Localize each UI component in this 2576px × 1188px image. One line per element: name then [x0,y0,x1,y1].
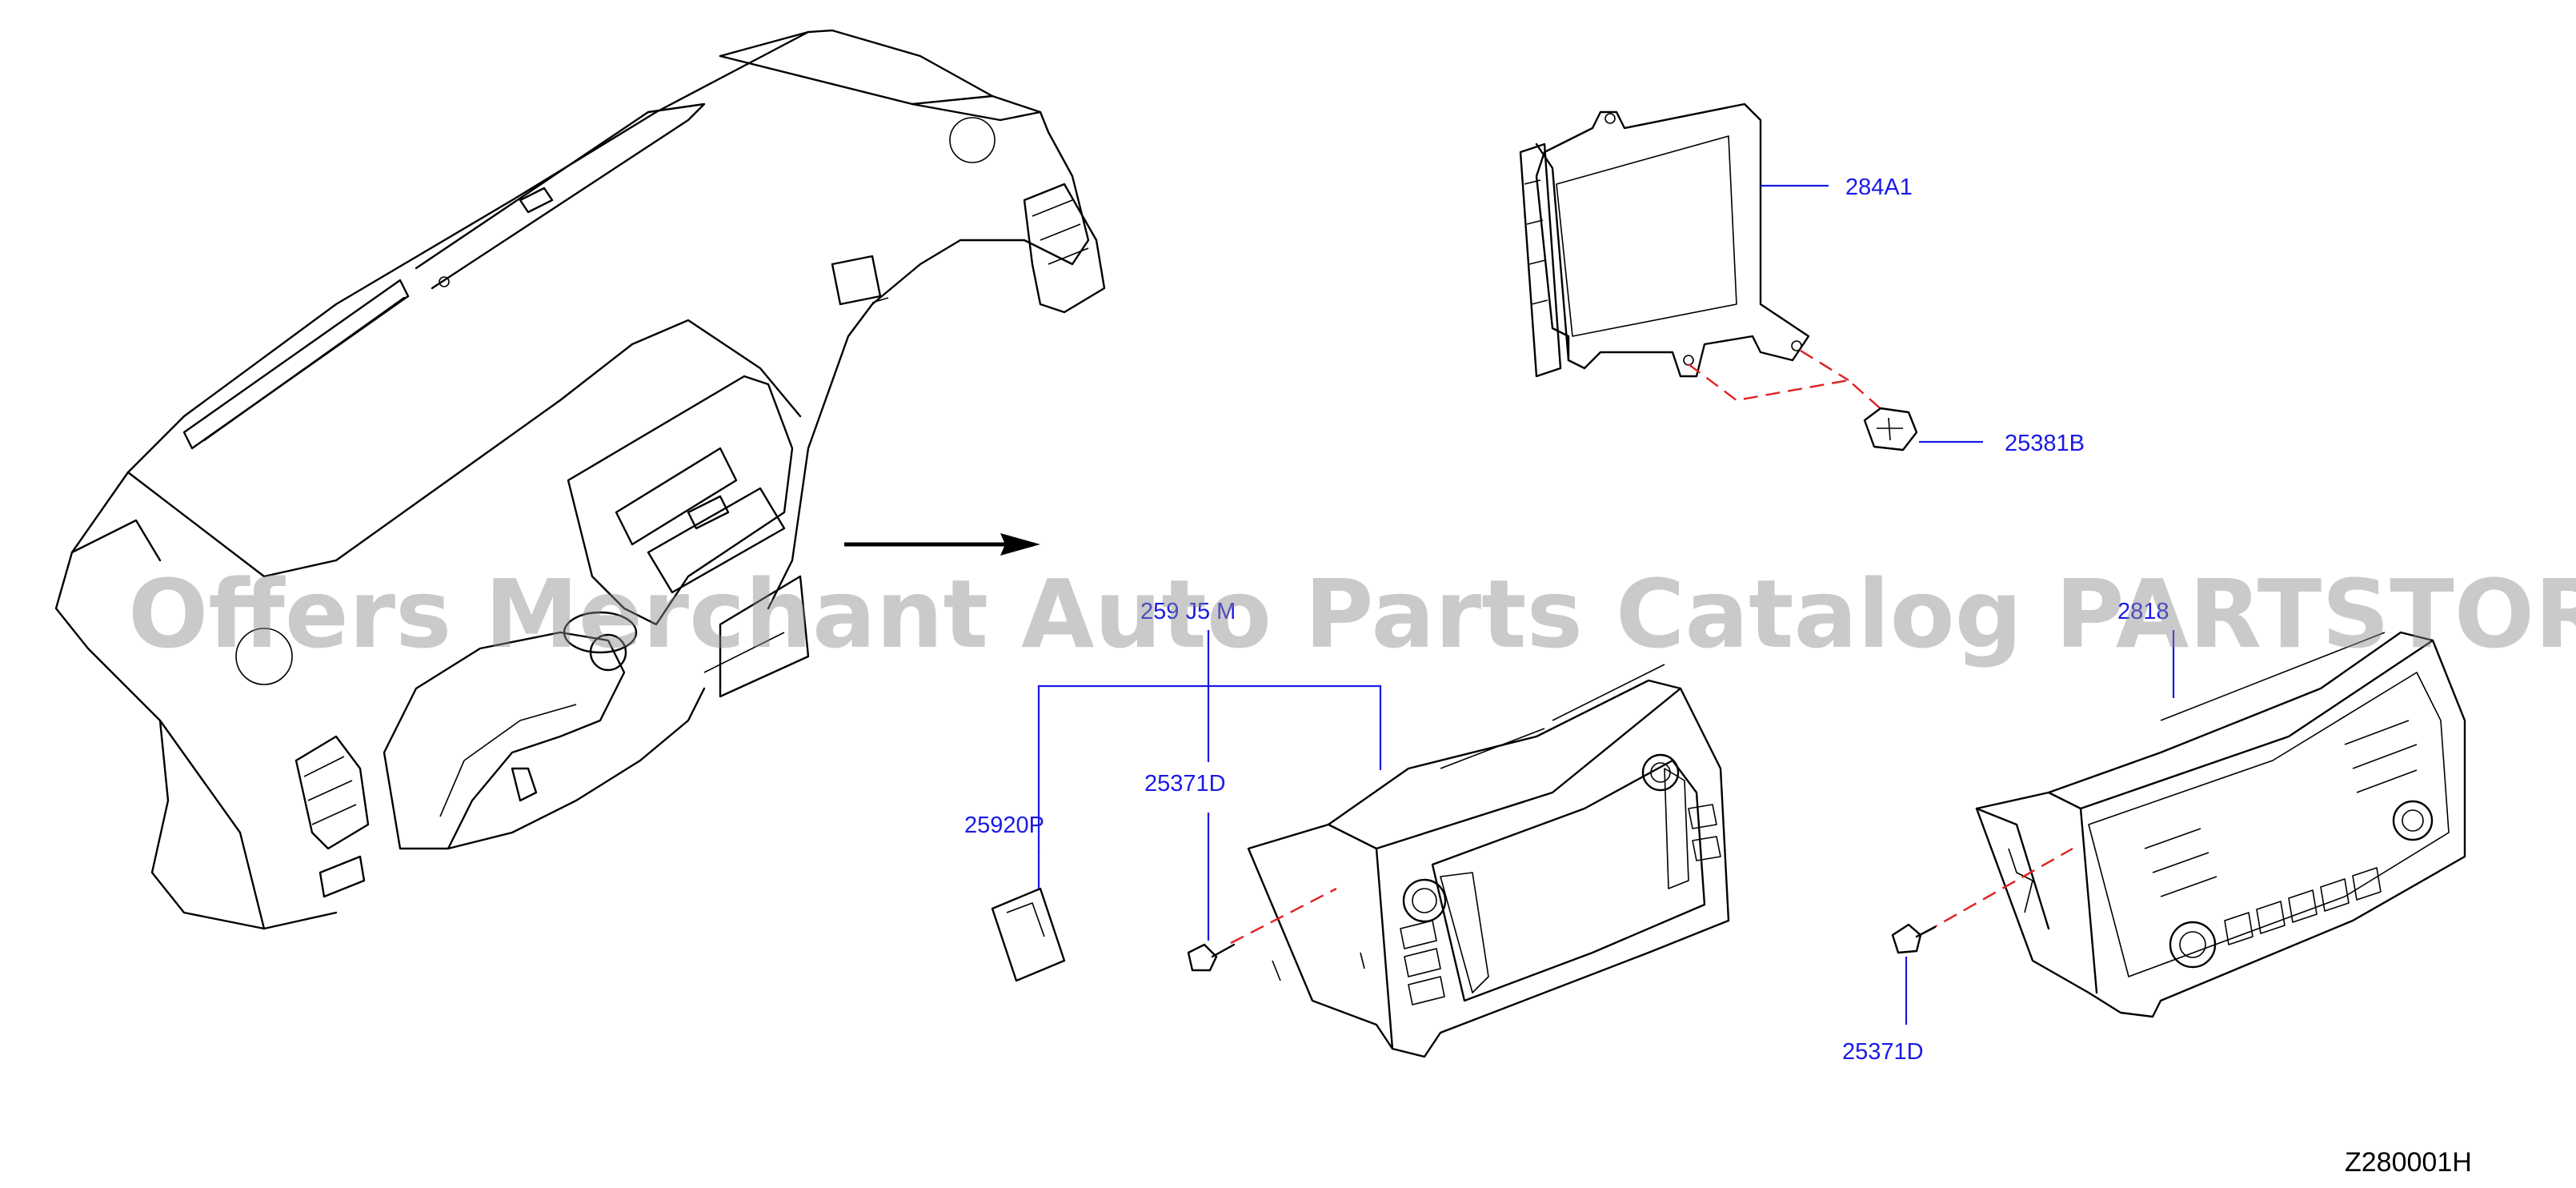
sd-card-drawing [991,887,1066,982]
bolt-audio-drawing [1891,923,1937,954]
part-label-bolt-navi[interactable]: 25371D [1144,771,1226,797]
ecu-module-drawing [1519,102,1810,378]
part-label-sd-card[interactable]: 25920P [964,813,1044,838]
part-label-audio-unit[interactable]: 2818 [2117,599,2169,624]
part-label-navi-unit[interactable]: 259 J5 M [1140,599,1236,624]
bolt-navi-drawing [1187,943,1236,972]
ecu-mount-dashes [1688,349,1885,413]
part-label-bolt-audio[interactable]: 25371D [1842,1039,1924,1065]
direction-arrow [844,533,1040,556]
instrument-panel-drawing [54,29,1106,930]
part-label-ecu[interactable]: 284A1 [1845,175,1913,200]
audio-unit-drawing [1975,631,2466,1018]
nut-drawing [1863,407,1918,452]
watermark-text: Offers Merchant Auto Parts Catalog PARTS… [128,559,2576,669]
figure-code: Z280001H [2345,1147,2472,1178]
navi-mount-dashes [1230,887,1337,945]
part-label-nut[interactable]: 25381B [2005,431,2085,456]
leader-lines [1037,184,2175,1025]
navi-unit-drawing [1247,664,1730,1058]
audio-mount-dashes [1924,847,2073,934]
